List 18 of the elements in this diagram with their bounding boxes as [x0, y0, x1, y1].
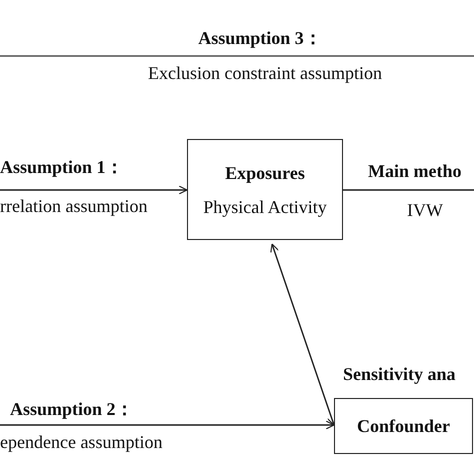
method-heading: Main metho: [368, 160, 462, 182]
connector-line: [343, 189, 474, 191]
node-title: Exposures: [225, 162, 305, 184]
assumption-description: rrelation assumption: [0, 195, 148, 217]
arrow: [270, 243, 336, 426]
method-name: IVW: [407, 199, 443, 221]
node-text: Physical Activity: [203, 196, 327, 218]
assumption-description: ependence assumption: [0, 431, 162, 453]
assumption-heading: Assumption 2：: [10, 398, 134, 420]
assumption-heading: Assumption 1：: [0, 156, 124, 178]
assumption-heading: Assumption 3：: [198, 27, 322, 49]
confounder-box: [334, 398, 473, 454]
arrow: [0, 185, 188, 195]
arrow: [0, 420, 335, 430]
assumption-description: Exclusion constraint assumption: [148, 62, 382, 84]
analysis-heading: Sensitivity ana: [343, 363, 456, 385]
exposure-box: [187, 139, 343, 240]
node-title: Confounder: [356, 415, 450, 437]
